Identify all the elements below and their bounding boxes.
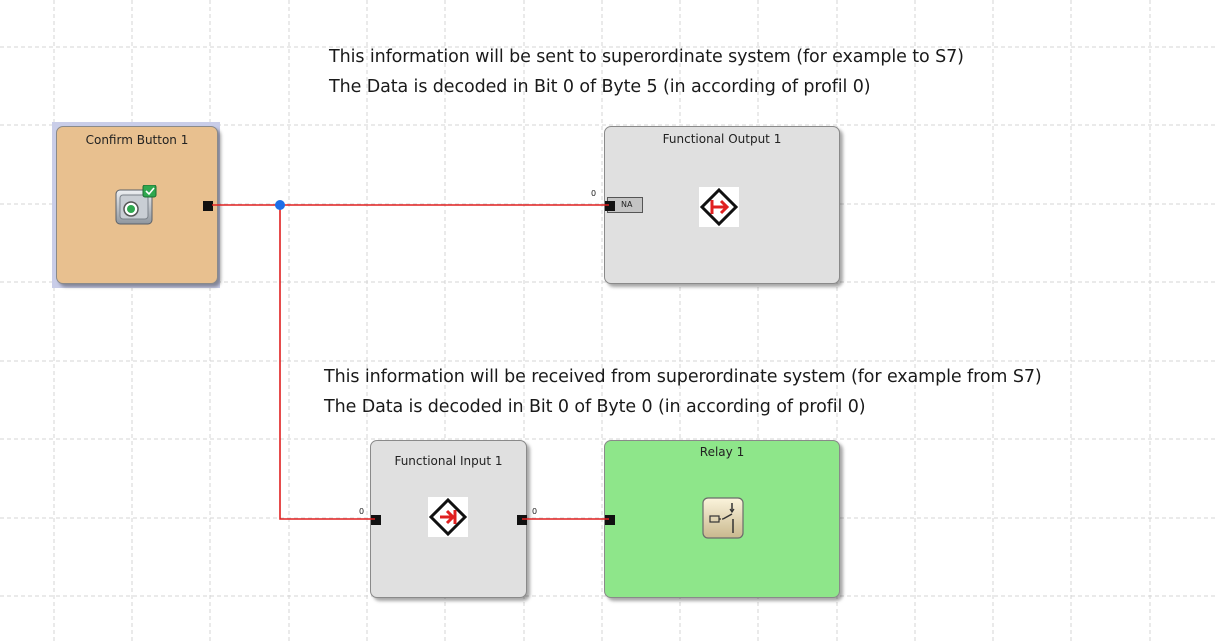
input-note-line2: The Data is decoded in Bit 0 of Byte 0 (… [324, 397, 866, 417]
functional-input-input-port[interactable] [371, 515, 381, 525]
input-note: This information will be received from s… [324, 362, 1042, 422]
functional-output-icon [699, 187, 739, 227]
functional-output-title: Functional Output 1 [662, 132, 782, 146]
push-button-icon [115, 184, 157, 227]
confirm-button-block[interactable]: Confirm Button 1 [56, 126, 218, 284]
functional-output-input-port[interactable] [605, 201, 615, 211]
functional-input-input-port-label: 0 [359, 507, 365, 516]
functional-input-icon [428, 497, 468, 537]
wire-junction[interactable] [275, 200, 285, 210]
relay-title: Relay 1 [699, 445, 745, 459]
relay-contact-icon [702, 497, 744, 539]
output-note-line1: This information will be sent to superor… [329, 47, 964, 67]
functional-input-output-port[interactable] [517, 515, 527, 525]
confirm-button-output-port[interactable] [203, 201, 213, 211]
confirm-button-title: Confirm Button 1 [85, 133, 189, 147]
functional-input-title: Functional Input 1 [394, 454, 503, 468]
input-note-line1: This information will be received from s… [324, 367, 1042, 387]
wire-branch-to-input[interactable] [279, 205, 375, 520]
functional-input-output-port-label: 0 [532, 507, 538, 516]
output-note: This information will be sent to superor… [329, 42, 964, 102]
relay-input-port[interactable] [605, 515, 615, 525]
functional-output-port-label: 0 [591, 189, 597, 198]
relay-block[interactable]: Relay 1 [604, 440, 840, 598]
functional-input-block[interactable]: Functional Input 1 0 0 [359, 440, 537, 598]
output-note-line2: The Data is decoded in Bit 0 of Byte 5 (… [329, 77, 871, 97]
